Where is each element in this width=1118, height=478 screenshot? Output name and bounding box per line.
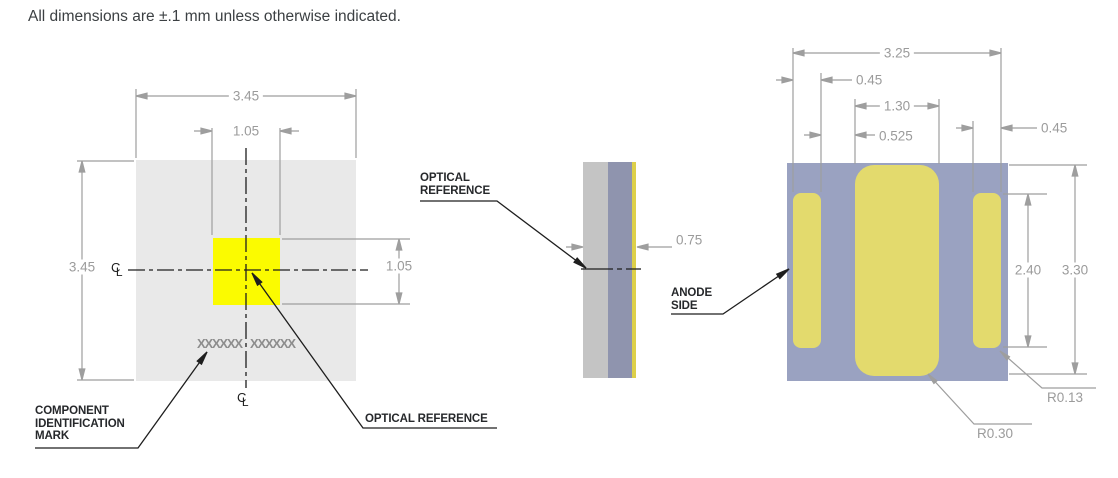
dim-text-thickness: 0.75 <box>676 232 703 248</box>
optical-reference-label-side-view: OPTICAL REFERENCE <box>420 172 490 197</box>
dim-text-center-pad-height: 3.30 <box>1057 262 1093 278</box>
dim-text-left-pad-width: 0.45 <box>856 72 883 88</box>
component-id-line1: COMPONENT <box>35 405 109 417</box>
optical-reference-line2: REFERENCE <box>420 184 491 197</box>
centerline-symbol-l: L <box>241 394 249 409</box>
side-view-pad-layer <box>632 162 636 378</box>
centerline-symbol-l: L <box>115 264 123 279</box>
leader-optical-reference-side-view <box>420 200 587 269</box>
side-view-substrate-layer <box>608 162 632 378</box>
center-anode-pad <box>855 165 939 376</box>
component-id-mark-label: COMPONENT IDENTIFICATION MARK <box>35 405 125 443</box>
component-id-line3: MARK <box>35 430 70 442</box>
centerline-symbol-vertical: CL <box>237 390 249 408</box>
dim-pad-gap-0525 <box>804 131 875 139</box>
component-marking-right: XXXXXX <box>250 336 296 351</box>
dim-text-outer-pad-height: 2.40 <box>1010 262 1046 278</box>
side-view-resin-layer <box>583 162 608 378</box>
centerline-symbol-c: C <box>237 390 247 405</box>
dim-text-right-pad-width: 0.45 <box>1041 120 1068 136</box>
dim-right-pad-width-045 <box>956 124 1037 132</box>
anode-side-line2: SIDE <box>671 299 698 312</box>
right-pad <box>973 193 1001 348</box>
tolerance-note: All dimensions are ±.1 mm unless otherwi… <box>28 8 401 25</box>
dim-text-top-height: 3.45 <box>64 259 100 275</box>
dim-text-emitter-width: 1.05 <box>228 123 264 139</box>
anode-side-label: ANODE SIDE <box>671 287 712 312</box>
component-marking-left: XXXXXX <box>197 336 243 351</box>
dim-text-emitter-height: 1.05 <box>381 258 417 274</box>
dim-text-radius-small: R0.13 <box>1047 390 1084 405</box>
dim-text-radius-large: R0.30 <box>977 426 1014 441</box>
dim-text-pad-gap: 0.525 <box>879 128 913 144</box>
dim-text-top-width: 3.45 <box>228 88 264 104</box>
centerline-symbol-horizontal: CL <box>111 261 123 278</box>
optical-reference-line1: OPTICAL <box>420 172 470 184</box>
component-id-line2: IDENTIFICATION <box>35 417 125 430</box>
anode-side-line1: ANODE <box>671 287 713 299</box>
dim-text-pad-span: 3.25 <box>879 45 915 61</box>
leader-radius-r030 <box>927 373 1032 425</box>
emitter-area <box>213 238 280 305</box>
leader-radius-r013 <box>999 350 1096 389</box>
left-pad <box>793 193 821 348</box>
optical-reference-label-top-view: OPTICAL REFERENCE <box>365 413 488 425</box>
dim-left-pad-width-045 <box>776 76 852 84</box>
dim-text-center-pad-width: 1.30 <box>879 98 915 114</box>
